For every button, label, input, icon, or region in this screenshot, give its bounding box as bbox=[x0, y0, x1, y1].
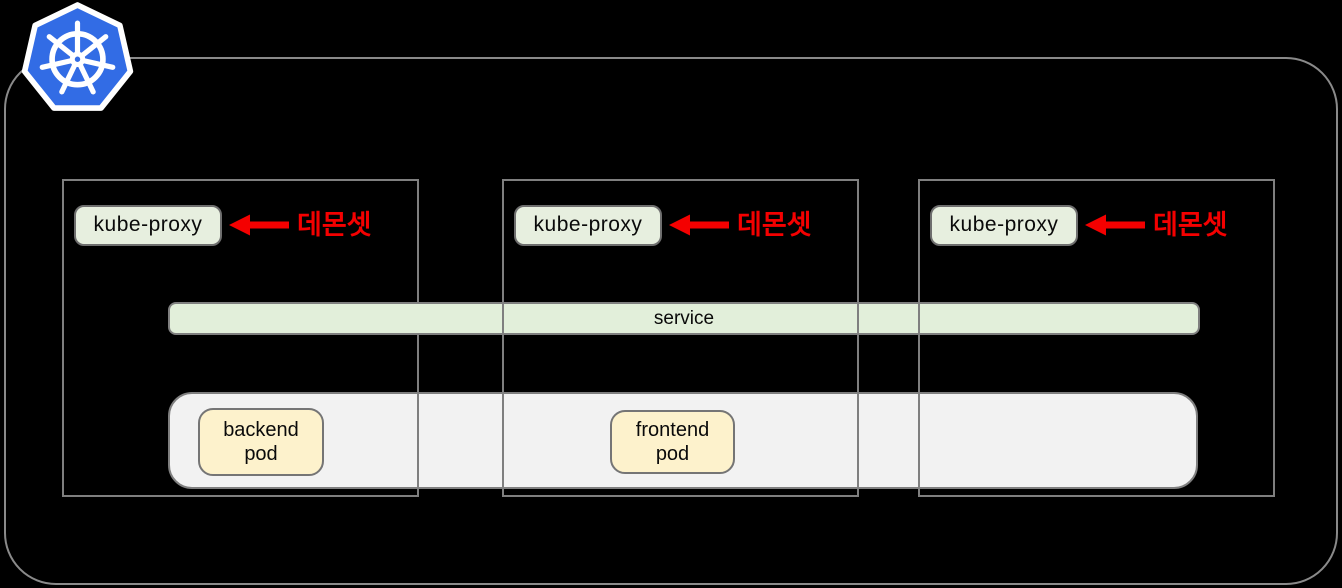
frontend-pod-box: frontend pod bbox=[610, 410, 735, 474]
daemonset-label: 데몬셋 bbox=[737, 209, 812, 240]
frontend-pod-label-line1: frontend bbox=[635, 419, 710, 441]
node-2: kube-proxy 데몬셋 bbox=[502, 179, 859, 497]
daemonset-label: 데몬셋 bbox=[297, 209, 372, 240]
backend-pod-label-line2: pod bbox=[244, 443, 278, 465]
cluster-boundary bbox=[4, 57, 1338, 585]
left-arrow-icon bbox=[229, 214, 289, 236]
kube-proxy-box: kube-proxy bbox=[514, 204, 662, 246]
node-2-kube-proxy-row: kube-proxy 데몬셋 bbox=[504, 203, 857, 247]
backend-pod-box: backend pod bbox=[198, 408, 324, 476]
service-bar: service bbox=[168, 302, 1200, 335]
frontend-pod-label-line2: pod bbox=[655, 443, 690, 465]
daemonset-label: 데몬셋 bbox=[1153, 209, 1228, 240]
left-arrow-icon bbox=[669, 214, 729, 236]
node-3: kube-proxy 데몬셋 bbox=[918, 179, 1275, 497]
pods-bar: backend pod frontend pod bbox=[168, 392, 1198, 489]
node-1-kube-proxy-row: kube-proxy 데몬셋 bbox=[64, 203, 417, 247]
kubernetes-logo-icon bbox=[21, 2, 134, 111]
node-1: kube-proxy 데몬셋 bbox=[62, 179, 419, 497]
backend-pod-label-line1: backend bbox=[223, 419, 299, 441]
left-arrow-icon bbox=[1085, 214, 1145, 236]
node-3-kube-proxy-row: kube-proxy 데몬셋 bbox=[920, 203, 1273, 247]
kube-proxy-box: kube-proxy bbox=[930, 204, 1078, 246]
kube-proxy-box: kube-proxy bbox=[74, 204, 222, 246]
